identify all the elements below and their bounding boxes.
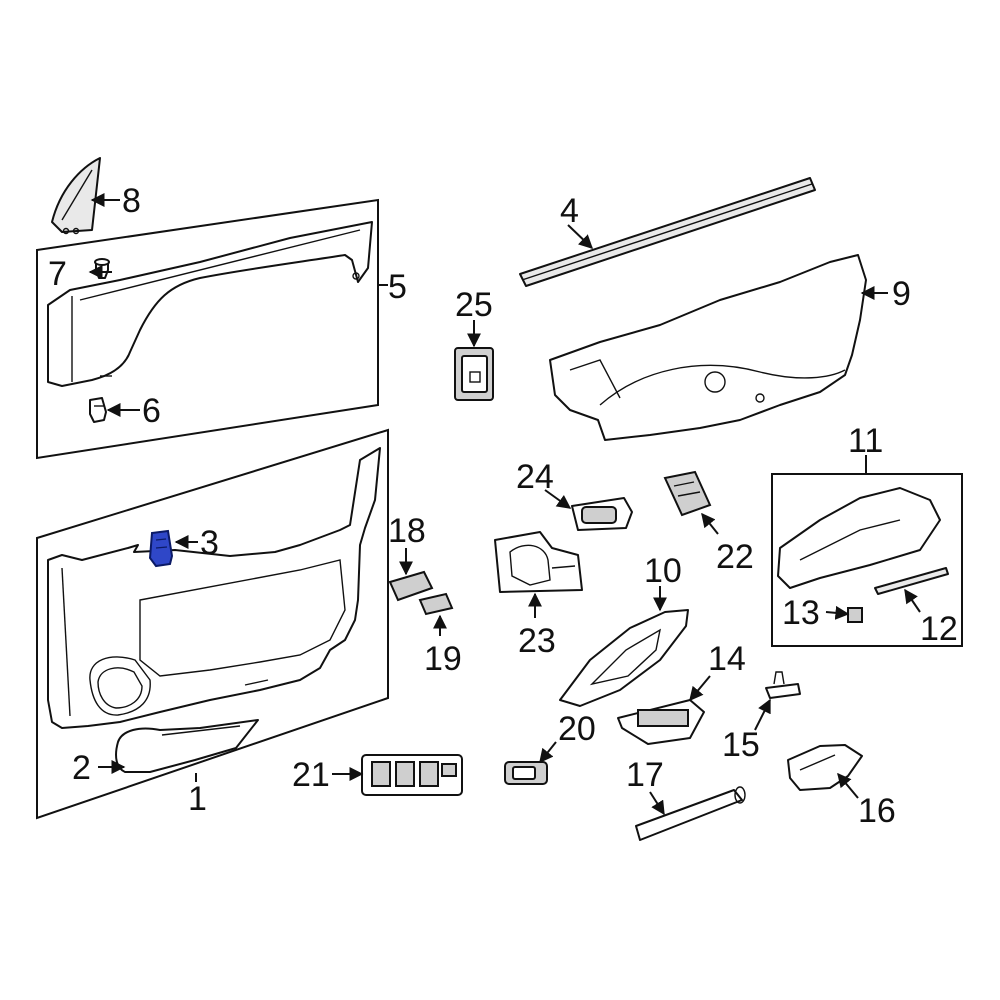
part-21-window-switch-panel[interactable] xyxy=(361,754,463,796)
part-4-belt-molding[interactable] xyxy=(519,177,816,287)
part-17-trim-strip[interactable] xyxy=(635,786,746,841)
part-15-clip[interactable] xyxy=(765,671,801,699)
callout-1: 1 xyxy=(188,780,207,818)
part-25-switch[interactable] xyxy=(454,347,494,401)
callout-10: 10 xyxy=(644,552,682,590)
part-19-switch[interactable] xyxy=(418,592,454,616)
part-9-door-module[interactable] xyxy=(549,254,867,441)
callout-20: 20 xyxy=(558,710,596,748)
part-18-switch[interactable] xyxy=(388,570,434,602)
part-1-door-trim-panel[interactable] xyxy=(47,447,381,729)
callout-9: 9 xyxy=(892,275,911,313)
callout-12: 12 xyxy=(920,610,958,648)
callout-8: 8 xyxy=(122,182,141,220)
callout-6: 6 xyxy=(142,392,161,430)
part-6-bracket[interactable] xyxy=(89,397,107,423)
part-14-switch-bezel[interactable] xyxy=(617,699,705,745)
callout-18: 18 xyxy=(388,512,426,550)
part-16-inner-handle[interactable] xyxy=(787,744,863,791)
part-12-trim-strip[interactable] xyxy=(874,567,949,595)
part-10-trim-bezel[interactable] xyxy=(559,609,689,707)
callout-13: 13 xyxy=(782,594,820,632)
callout-23: 23 xyxy=(518,622,556,660)
callout-5: 5 xyxy=(388,268,407,306)
group-frame-5 xyxy=(36,198,379,460)
callout-14: 14 xyxy=(708,640,746,678)
part-20-switch[interactable] xyxy=(504,761,548,785)
callout-24: 24 xyxy=(516,458,554,496)
part-8-mirror-trim[interactable] xyxy=(51,157,101,235)
part-13-clip[interactable] xyxy=(847,607,863,623)
leader-lines xyxy=(88,193,921,816)
callout-15: 15 xyxy=(722,726,760,764)
callout-4: 4 xyxy=(560,192,579,230)
part-11-handle-housing[interactable] xyxy=(777,487,941,589)
part-24-switch-bezel[interactable] xyxy=(571,497,633,531)
part-2-armrest[interactable] xyxy=(115,719,259,773)
callout-19: 19 xyxy=(424,640,462,678)
part-7-clip[interactable] xyxy=(94,258,110,279)
callout-labels: 8 7 5 6 4 25 9 3 2 1 24 22 23 18 19 10 1… xyxy=(48,182,958,830)
callout-2: 2 xyxy=(72,749,91,787)
callout-17: 17 xyxy=(626,756,664,794)
part-23-seat-switch[interactable] xyxy=(494,531,583,593)
part-5-upper-trim-panel[interactable] xyxy=(47,221,373,387)
callout-22: 22 xyxy=(716,538,754,576)
part-3-switch-highlighted[interactable] xyxy=(148,529,174,568)
callout-16: 16 xyxy=(858,792,896,830)
callout-21: 21 xyxy=(292,756,330,794)
callout-25: 25 xyxy=(455,286,493,324)
callout-3: 3 xyxy=(200,524,219,562)
callout-11: 11 xyxy=(848,422,883,460)
callout-7: 7 xyxy=(48,255,67,293)
part-22-switch[interactable] xyxy=(663,470,712,517)
